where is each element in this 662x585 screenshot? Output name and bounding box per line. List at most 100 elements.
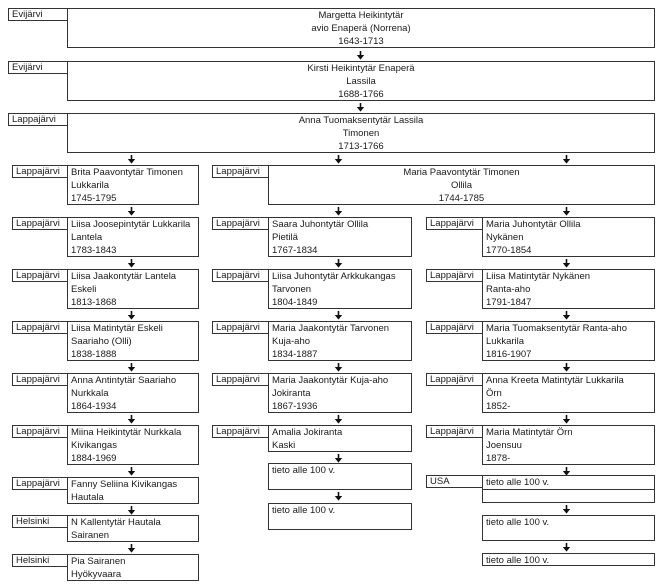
down-arrow-icon — [127, 467, 135, 476]
person-name: Maria Tuomaksentytär Ranta-aho — [486, 323, 627, 334]
place-label: Lappajärvi — [12, 477, 68, 490]
person-name: Pia Sairanen — [71, 556, 126, 567]
down-arrow-icon — [334, 207, 342, 216]
person-detail: Hyökyvaara — [71, 569, 122, 580]
person-box: tieto alle 100 v. — [268, 503, 412, 530]
person-name: Amalia Jokiranta — [272, 427, 343, 438]
person-detail: Ollila — [450, 180, 473, 191]
person-name: Maria Jaakontytär Kuja-aho — [272, 375, 389, 386]
person-name: Anna Kreeta Matintytär Lukkarila — [486, 375, 624, 386]
person-name: Liisa Matintytär Nykänen — [486, 271, 591, 282]
person-name: Liisa Jaakontytär Lantela — [71, 271, 177, 282]
person-detail: Eskeli — [71, 284, 97, 295]
person-detail: 1864-1934 — [71, 401, 117, 412]
person-name: Anna Tuomaksentytär Lassila — [298, 115, 424, 126]
person-detail: Lassila — [346, 76, 376, 87]
person-detail: 1878- — [486, 453, 511, 464]
person-detail: Kuja-aho — [272, 336, 311, 347]
person-detail: Hautala — [71, 492, 104, 503]
person-detail: 1713-1766 — [338, 141, 384, 152]
person-detail: Ranta-aho — [486, 284, 531, 295]
person-detail: 1745-1795 — [71, 193, 117, 204]
down-arrow-icon — [356, 51, 364, 60]
place-label: Helsinki — [12, 554, 68, 567]
place-label: Lappajärvi — [12, 269, 68, 282]
person-name: Maria Matintytär Örn — [486, 427, 573, 438]
place-label: Lappajärvi — [212, 217, 269, 230]
down-arrow-icon — [127, 259, 135, 268]
down-arrow-icon — [562, 543, 570, 552]
person-name: Liisa Juhontytär Arkkukangas — [272, 271, 396, 282]
down-arrow-icon — [562, 363, 570, 372]
box-divider — [483, 489, 654, 490]
place-label: Lappajärvi — [426, 217, 483, 230]
person-detail: 1834-1887 — [272, 349, 318, 360]
down-arrow-icon — [127, 363, 135, 372]
down-arrow-icon — [127, 155, 135, 164]
person-box: tieto alle 100 v. — [268, 463, 412, 490]
person-name: Kirsti Heikintytär Enaperä — [307, 63, 415, 74]
down-arrow-icon — [562, 415, 570, 424]
person-detail: avio Enaperä (Norrena) — [311, 23, 411, 34]
down-arrow-icon — [562, 467, 570, 476]
person-name: tieto alle 100 v. — [486, 555, 550, 566]
place-label: Lappajärvi — [12, 165, 68, 178]
person-detail: Örn — [486, 388, 502, 399]
down-arrow-icon — [562, 155, 570, 164]
person-name: Maria Paavontytär Timonen — [403, 167, 520, 178]
place-label: Lappajärvi — [212, 165, 269, 178]
down-arrow-icon — [334, 155, 342, 164]
person-detail: Kivikangas — [71, 440, 117, 451]
place-label: Lappajärvi — [212, 425, 269, 438]
person-name: Margetta Heikintytär — [318, 10, 404, 21]
down-arrow-icon — [562, 311, 570, 320]
person-name: tieto alle 100 v. — [272, 505, 336, 516]
person-detail: Timonen — [342, 128, 380, 139]
person-detail: 1688-1766 — [338, 89, 384, 100]
person-detail: 1867-1936 — [272, 401, 318, 412]
down-arrow-icon — [127, 506, 135, 515]
person-detail: 1643-1713 — [338, 36, 384, 47]
person-detail: 1816-1907 — [486, 349, 532, 360]
person-detail: Tarvonen — [272, 284, 312, 295]
person-name: tieto alle 100 v. — [486, 477, 550, 488]
place-label: Lappajärvi — [212, 321, 269, 334]
person-name: Maria Jaakontytär Tarvonen — [272, 323, 390, 334]
person-name: tieto alle 100 v. — [272, 465, 336, 476]
person-detail: 1791-1847 — [486, 297, 532, 308]
place-label: Lappajärvi — [426, 269, 483, 282]
down-arrow-icon — [356, 103, 364, 112]
person-detail: Joensuu — [486, 440, 522, 451]
down-arrow-icon — [127, 207, 135, 216]
place-label: Evijärvi — [8, 61, 68, 74]
person-detail: 1804-1849 — [272, 297, 318, 308]
person-detail: 1770-1854 — [486, 245, 532, 256]
person-detail: Sairanen — [71, 530, 110, 541]
place-label: Lappajärvi — [426, 425, 483, 438]
person-detail: Pietilä — [272, 232, 298, 243]
person-detail: 1884-1969 — [71, 453, 117, 464]
down-arrow-icon — [334, 259, 342, 268]
person-name: Saara Juhontytär Ollila — [272, 219, 369, 230]
place-label: Lappajärvi — [12, 425, 68, 438]
down-arrow-icon — [127, 544, 135, 553]
person-box: tieto alle 100 v. — [482, 475, 655, 503]
down-arrow-icon — [562, 505, 570, 514]
person-name: Maria Juhontytär Ollila — [486, 219, 581, 230]
person-box: tieto alle 100 v. — [482, 553, 655, 566]
person-box: Margetta Heikintytär avio Enaperä (Norren… — [67, 8, 655, 48]
